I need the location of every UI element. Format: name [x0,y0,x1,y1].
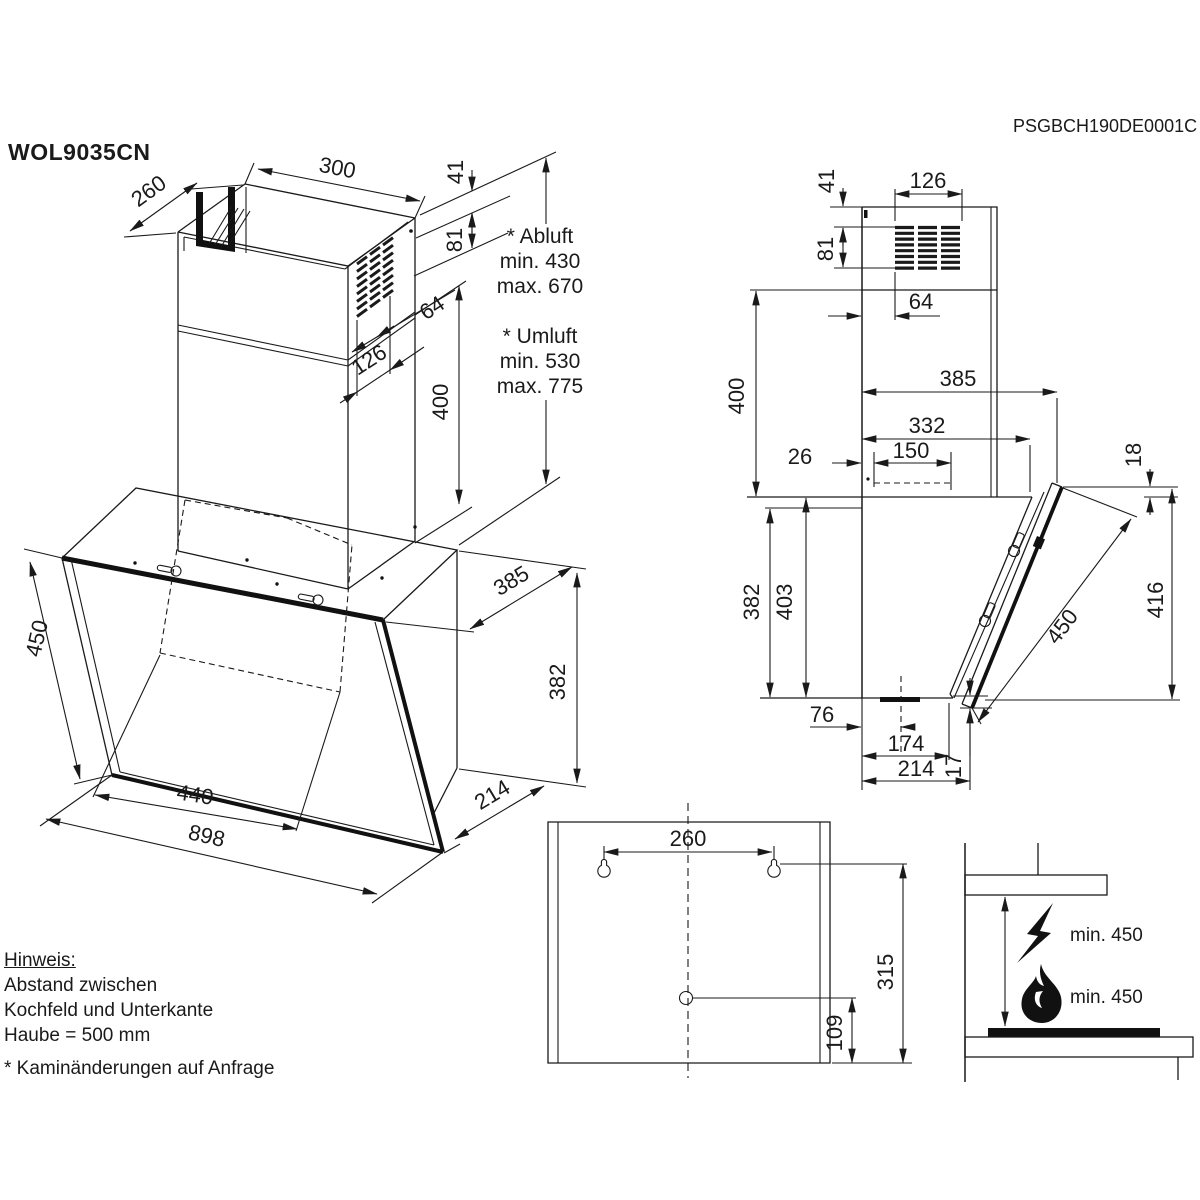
side-dimensions: 41 81 126 64 400 385 332 26 [724,168,1180,790]
side-dim-403: 403 [772,584,797,621]
template-dim-315: 315 [873,954,898,991]
umluft-title: * Umluft [503,325,578,348]
side-dim-150: 150 [893,438,930,463]
wall-template-view: 260 109 315 [547,803,912,1078]
notes-block: Hinweis: Abstand zwischen Kochfeld und U… [4,948,213,1048]
clearance-view: min. 450 min. 450 [964,843,1194,1082]
flame-icon [1021,964,1062,1023]
counter [964,1036,1194,1058]
iso-hood-body [60,487,459,854]
keyhole-left [597,858,611,878]
document-code: PSGBCH190DE0001C [1013,116,1198,136]
side-dim-382: 382 [739,584,764,621]
notes-line-3: Haube = 500 mm [4,1025,151,1046]
inner-vent-hatch [208,205,251,249]
iso-dim-400: 400 [428,384,453,421]
notes-line-1: Abstand zwischen [4,975,158,996]
umluft-max: max. 775 [497,375,583,398]
hood-bottom [964,874,1108,896]
cooktop [988,1028,1160,1037]
hidden-cavity-lines [159,499,353,693]
side-view: 41 81 126 64 400 385 332 26 [724,168,1180,790]
side-dim-64: 64 [909,289,933,314]
side-dim-76: 76 [810,702,834,727]
iso-dim-382: 382 [545,664,570,701]
screw-dots [133,525,417,615]
iso-chimney [177,183,416,590]
abluft-min: min. 430 [500,250,581,273]
center-hole [678,990,694,1006]
iso-view: 260 300 41 81 64 126 400 [20,151,587,904]
iso-dim-41: 41 [443,160,468,184]
iso-dimensions: 260 300 41 81 64 126 400 [20,151,587,904]
keyhole-right [767,858,781,878]
iso-dim-440: 440 [175,779,215,809]
side-dim-214: 214 [898,756,935,781]
side-dim-416: 416 [1143,582,1168,619]
side-dim-81: 81 [813,237,838,261]
abluft-title: * Abluft [507,225,574,248]
template-dim-260: 260 [670,826,707,851]
side-dim-174: 174 [888,731,925,756]
abluft-max: max. 670 [497,275,583,298]
side-dim-41: 41 [814,169,839,193]
iso-vent-slots [356,236,394,318]
side-chimney [862,206,998,497]
template-dim-109: 109 [822,1015,847,1052]
iso-dim-898: 898 [186,819,227,852]
model-number: WOL9035CN [8,139,151,165]
keyhole-slot [297,593,324,606]
duct-note-block: * Abluft min. 430 max. 670 * Umluft min.… [497,225,583,398]
iso-dim-450: 450 [20,618,53,659]
side-dim-18: 18 [1121,443,1146,467]
side-dim-332: 332 [909,413,946,438]
side-dim-17: 17 [941,754,966,778]
side-dim-126: 126 [910,168,947,193]
iso-dim-260: 260 [126,170,170,212]
umluft-min: min. 530 [500,350,581,373]
lightning-icon [1017,903,1053,963]
side-dim-400: 400 [724,378,749,415]
clearance-electric-label: min. 450 [1070,925,1143,946]
side-dim-450: 450 [1041,604,1083,648]
side-dim-26: 26 [788,444,812,469]
iso-dim-300: 300 [317,152,358,184]
notes-line-2: Kochfeld und Unterkante [4,1000,214,1021]
clearance-gas-label: min. 450 [1070,987,1143,1008]
side-vent-slots [895,225,960,270]
iso-dim-81: 81 [442,228,467,252]
iso-dim-214: 214 [470,774,514,814]
side-body [747,207,1064,790]
notes-title: Hinweis: [4,950,76,971]
side-dim-385: 385 [940,366,977,391]
notes-footnote: * Kaminänderungen auf Anfrage [4,1058,275,1079]
keyhole-slot [156,564,182,577]
mounting-bracket [196,187,235,252]
